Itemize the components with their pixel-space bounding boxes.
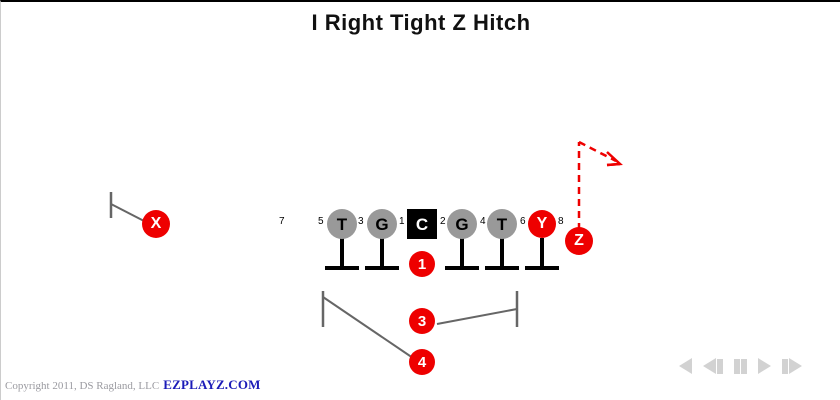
block-stem-tight-end xyxy=(525,238,559,270)
play-button[interactable] xyxy=(758,358,771,374)
rewind-button[interactable] xyxy=(679,358,692,374)
pause-button[interactable] xyxy=(734,358,747,374)
gap-number-8: 8 xyxy=(558,216,564,227)
step-back-bar-icon xyxy=(717,358,723,374)
step-forward-button[interactable] xyxy=(782,358,802,374)
player-fullback[interactable]: 3 xyxy=(409,308,435,334)
page-title: I Right Tight Z Hitch xyxy=(311,10,531,35)
player-left-tackle[interactable]: T xyxy=(327,209,357,239)
step-back-icon xyxy=(703,358,716,374)
x-alignment-mark xyxy=(109,192,147,223)
gap-number-1: 1 xyxy=(399,216,405,227)
player-quarterback[interactable]: 1 xyxy=(409,251,435,277)
rewind-icon xyxy=(679,358,692,374)
play-icon xyxy=(758,358,771,374)
player-y-tight-end[interactable]: Y xyxy=(528,210,556,238)
gap-number-7: 7 xyxy=(279,216,285,227)
gap-number-2: 2 xyxy=(440,216,446,227)
tailback-path xyxy=(321,291,414,359)
playback-controls xyxy=(679,358,802,374)
pause-icon xyxy=(734,358,740,374)
brand-link[interactable]: EZPLAYZ.COM xyxy=(163,377,261,392)
step-back-button[interactable] xyxy=(703,358,723,374)
player-left-guard[interactable]: G xyxy=(367,209,397,239)
player-right-tackle[interactable]: T xyxy=(487,209,517,239)
copyright-text: Copyright 2011, DS Ragland, LLC xyxy=(5,380,160,392)
step-forward-icon xyxy=(789,358,802,374)
gap-number-3: 3 xyxy=(358,216,364,227)
pause-icon-2 xyxy=(741,358,747,374)
block-stem-right-guard xyxy=(445,238,479,270)
player-right-guard[interactable]: G xyxy=(447,209,477,239)
block-stem-left-guard xyxy=(365,238,399,270)
step-forward-bar-icon xyxy=(782,358,788,374)
player-tailback[interactable]: 4 xyxy=(409,349,435,375)
player-x-split-end[interactable]: X xyxy=(142,210,170,238)
block-stem-left-tackle xyxy=(325,238,359,270)
block-stem-right-tackle xyxy=(485,238,519,270)
player-center[interactable]: C xyxy=(407,209,437,239)
route-z-hitch xyxy=(577,140,623,230)
fullback-path xyxy=(436,291,519,327)
gap-number-4: 4 xyxy=(480,216,486,227)
gap-number-6: 6 xyxy=(520,216,526,227)
player-z-flanker[interactable]: Z xyxy=(565,227,593,255)
gap-number-5: 5 xyxy=(318,216,324,227)
